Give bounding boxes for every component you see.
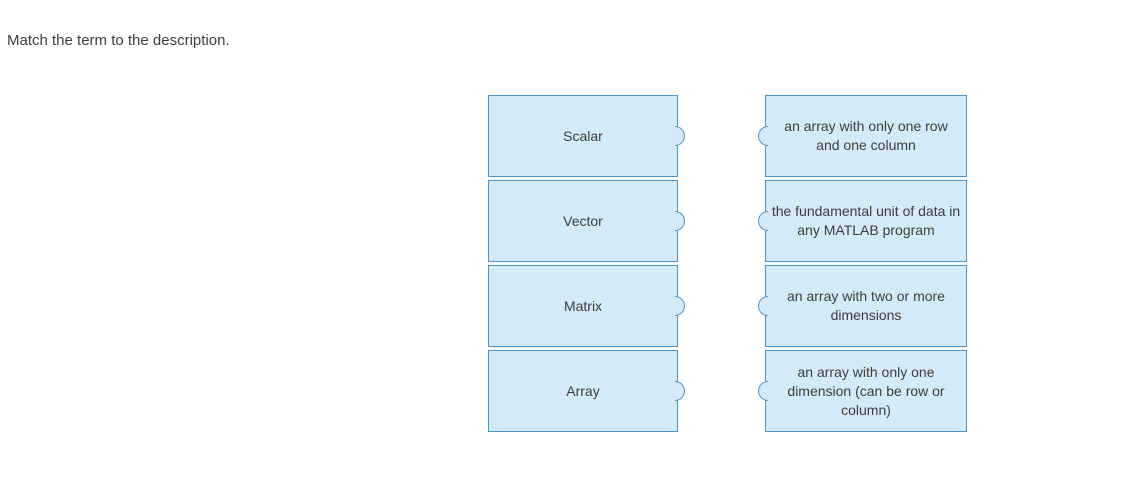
description-box-one-dimension[interactable]: an array with only one dimension (can be… <box>758 350 967 432</box>
description-text: the fundamental unit of data in any MATL… <box>771 203 961 238</box>
term-box-array[interactable]: Array <box>488 350 685 432</box>
term-label: Scalar <box>563 127 603 144</box>
term-label: Array <box>566 382 600 399</box>
description-box-fundamental-unit[interactable]: the fundamental unit of data in any MATL… <box>758 180 967 262</box>
terms-column: Scalar Vector Matrix Array <box>488 95 685 435</box>
description-text: an array with two or more dimensions <box>787 288 945 323</box>
term-box-matrix[interactable]: Matrix <box>488 265 685 347</box>
description-text: an array with only one dimension (can be… <box>787 363 945 418</box>
description-text: an array with only one row and one colum… <box>784 118 948 153</box>
term-box-vector[interactable]: Vector <box>488 180 685 262</box>
term-label: Matrix <box>563 297 603 314</box>
descriptions-column: an array with only one row and one colum… <box>758 95 967 435</box>
term-box-scalar[interactable]: Scalar <box>488 95 685 177</box>
description-box-two-or-more-dimensions[interactable]: an array with two or more dimensions <box>758 265 967 347</box>
prompt-text: Match the term to the description. <box>7 32 230 49</box>
term-label: Vector <box>563 212 603 229</box>
description-box-one-row-one-column[interactable]: an array with only one row and one colum… <box>758 95 967 177</box>
